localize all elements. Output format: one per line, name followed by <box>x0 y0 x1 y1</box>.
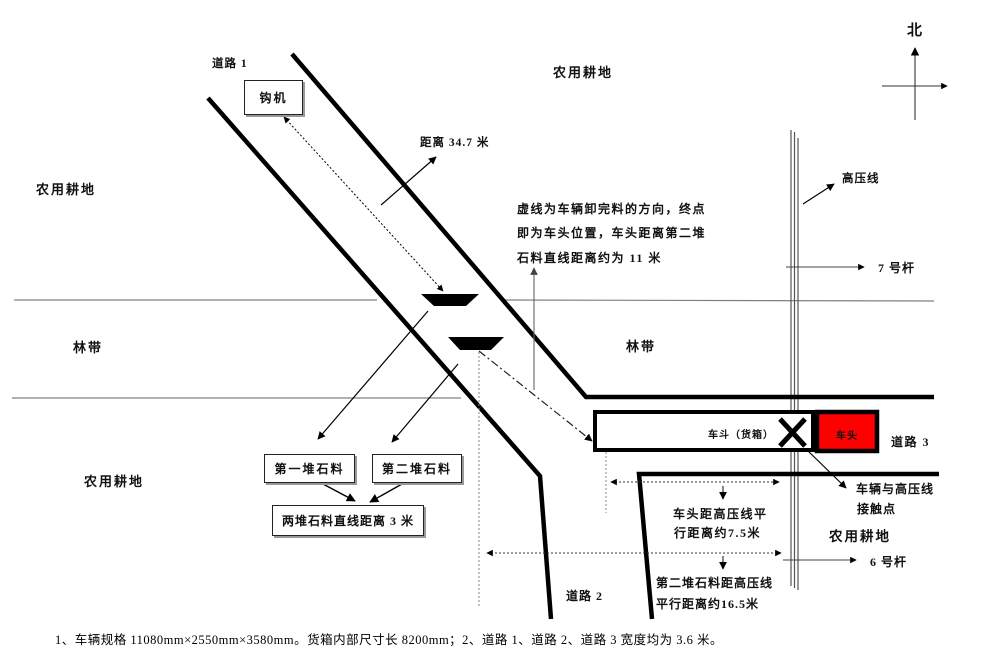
farmland-top-label: 农用耕地 <box>553 65 614 80</box>
road3-label: 道路 3 <box>891 435 931 449</box>
cargo-box-label: 车斗（货箱） <box>708 430 774 441</box>
farmland-left-label: 农用耕地 <box>36 182 97 197</box>
road2-label: 道路 2 <box>566 589 604 603</box>
pile2-powerline-measure-line2: 平行距离约16.5米 <box>656 597 760 611</box>
compass-icon <box>882 47 948 120</box>
forest-boundary-top-right <box>502 299 935 302</box>
pile2-label-box: 第二堆石料 <box>372 454 462 483</box>
powerline-label-arrow <box>802 183 835 205</box>
pile2-label: 第二堆石料 <box>381 462 452 476</box>
footnote: 1、车辆规格 11080mm×2550mm×3580mm。货箱内部尺寸长 820… <box>55 633 724 647</box>
unload-note-line1: 虚线为车辆卸完料的方向，终点 <box>517 202 707 216</box>
pile1-label-box: 第一堆石料 <box>264 454 355 483</box>
head-powerline-measure-line2: 行距离约7.5米 <box>674 526 762 540</box>
pile1-pointer-arrow <box>317 310 429 440</box>
pile1-to-distance-arrow <box>322 483 356 502</box>
truck-head-label: 车头 <box>836 431 858 442</box>
piles-distance-box: 两堆石料直线距离 3 米 <box>272 505 424 536</box>
powerline-label: 高压线 <box>842 173 880 185</box>
north-label: 北 <box>907 23 923 39</box>
piles-distance-label: 两堆石料直线距离 3 米 <box>281 514 414 528</box>
x-stroke <box>778 417 807 448</box>
contact-point-arrow <box>805 448 847 489</box>
excavator-box: 钩机 <box>244 80 303 115</box>
high-voltage-lines <box>790 130 799 590</box>
road3-bottom-road2-right-edge <box>636 471 939 620</box>
distance-34-7-label: 距离 34.7 米 <box>420 137 490 149</box>
contact-label-line2: 接触点 <box>857 502 897 516</box>
farmland-bottom-left-label: 农用耕地 <box>84 474 145 489</box>
unload-note-line3: 石料直线距离约为 11 米 <box>517 251 662 265</box>
contact-label-line1: 车辆与高压线 <box>856 482 935 496</box>
pole6-label: 6 号杆 <box>870 555 908 569</box>
road1-label: 道路 1 <box>212 58 248 70</box>
farmland-bottom-right-label: 农用耕地 <box>829 529 891 544</box>
road1-left-road2-left-edge <box>206 96 554 620</box>
pile2-pointer-arrow <box>391 363 459 443</box>
pole7-label: 7 号杆 <box>878 261 916 275</box>
pile1-label: 第一堆石料 <box>274 462 345 476</box>
truck-head-box <box>814 409 880 454</box>
contact-x-icon <box>778 417 807 448</box>
pile2-powerline-measure-line1: 第二堆石料距高压线 <box>656 576 774 590</box>
distance-34-7-arrow <box>380 156 437 206</box>
forest-right-label: 林带 <box>626 339 657 354</box>
stone-pile-2 <box>448 337 504 350</box>
unload-note-line2: 即为车头位置，车头距离第二堆 <box>517 226 707 240</box>
excavator-distance-dotted-arrow <box>283 116 444 292</box>
pile2-to-distance-arrow <box>369 483 403 503</box>
head-powerline-measure-line1: 车头距高压线平 <box>673 507 768 521</box>
excavator-label: 钩机 <box>259 91 288 105</box>
forest-left-label: 林带 <box>73 340 104 355</box>
stone-pile-1 <box>421 294 479 306</box>
cargo-box <box>593 410 815 452</box>
